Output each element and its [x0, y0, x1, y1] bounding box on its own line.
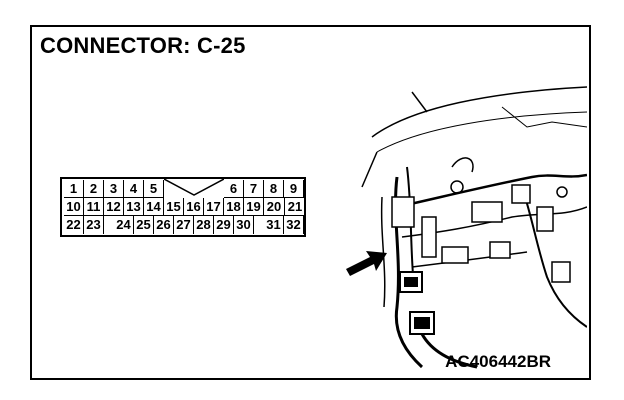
pin-4: 4: [124, 180, 144, 198]
pin-5: 5: [144, 180, 164, 198]
pin-14: 14: [144, 198, 164, 216]
pin-21: 21: [285, 198, 306, 216]
pin-1: 1: [64, 180, 84, 198]
connector-key-notch: [164, 179, 224, 196]
pin-6: 6: [224, 180, 244, 198]
pin-26: 26: [154, 216, 174, 234]
pin-15: 15: [164, 198, 184, 216]
pin-7: 7: [244, 180, 264, 198]
pin-8: 8: [264, 180, 284, 198]
pin-30: 30: [234, 216, 254, 234]
pin-13: 13: [124, 198, 144, 216]
pin-31: 31: [264, 216, 284, 234]
figure-id: AC406442BR: [445, 352, 551, 371]
pin-18: 18: [224, 198, 244, 216]
pin-32: 32: [284, 216, 304, 234]
pin-17: 17: [204, 198, 224, 216]
pin-23: 23: [84, 216, 104, 234]
pin-22: 22: [64, 216, 84, 234]
pin-28: 28: [194, 216, 214, 234]
pin-20: 20: [264, 198, 285, 216]
pin-gap: [254, 216, 264, 234]
pin-9: 9: [284, 180, 304, 198]
pin-25: 25: [134, 216, 154, 234]
pin-3: 3: [104, 180, 124, 198]
pin-24: 24: [114, 216, 134, 234]
pin-2: 2: [84, 180, 104, 198]
pin-10: 10: [64, 198, 84, 216]
pin-19: 19: [244, 198, 264, 216]
pin-29: 29: [214, 216, 234, 234]
pin-27: 27: [174, 216, 194, 234]
pin-16: 16: [184, 198, 204, 216]
arrow-icon: [346, 251, 387, 276]
pin-11: 11: [84, 198, 104, 216]
page-title: CONNECTOR: C-25: [40, 33, 246, 58]
pin-gap: [104, 216, 114, 234]
wiring-harness-illustration: [361, 86, 587, 369]
pin-12: 12: [104, 198, 124, 216]
